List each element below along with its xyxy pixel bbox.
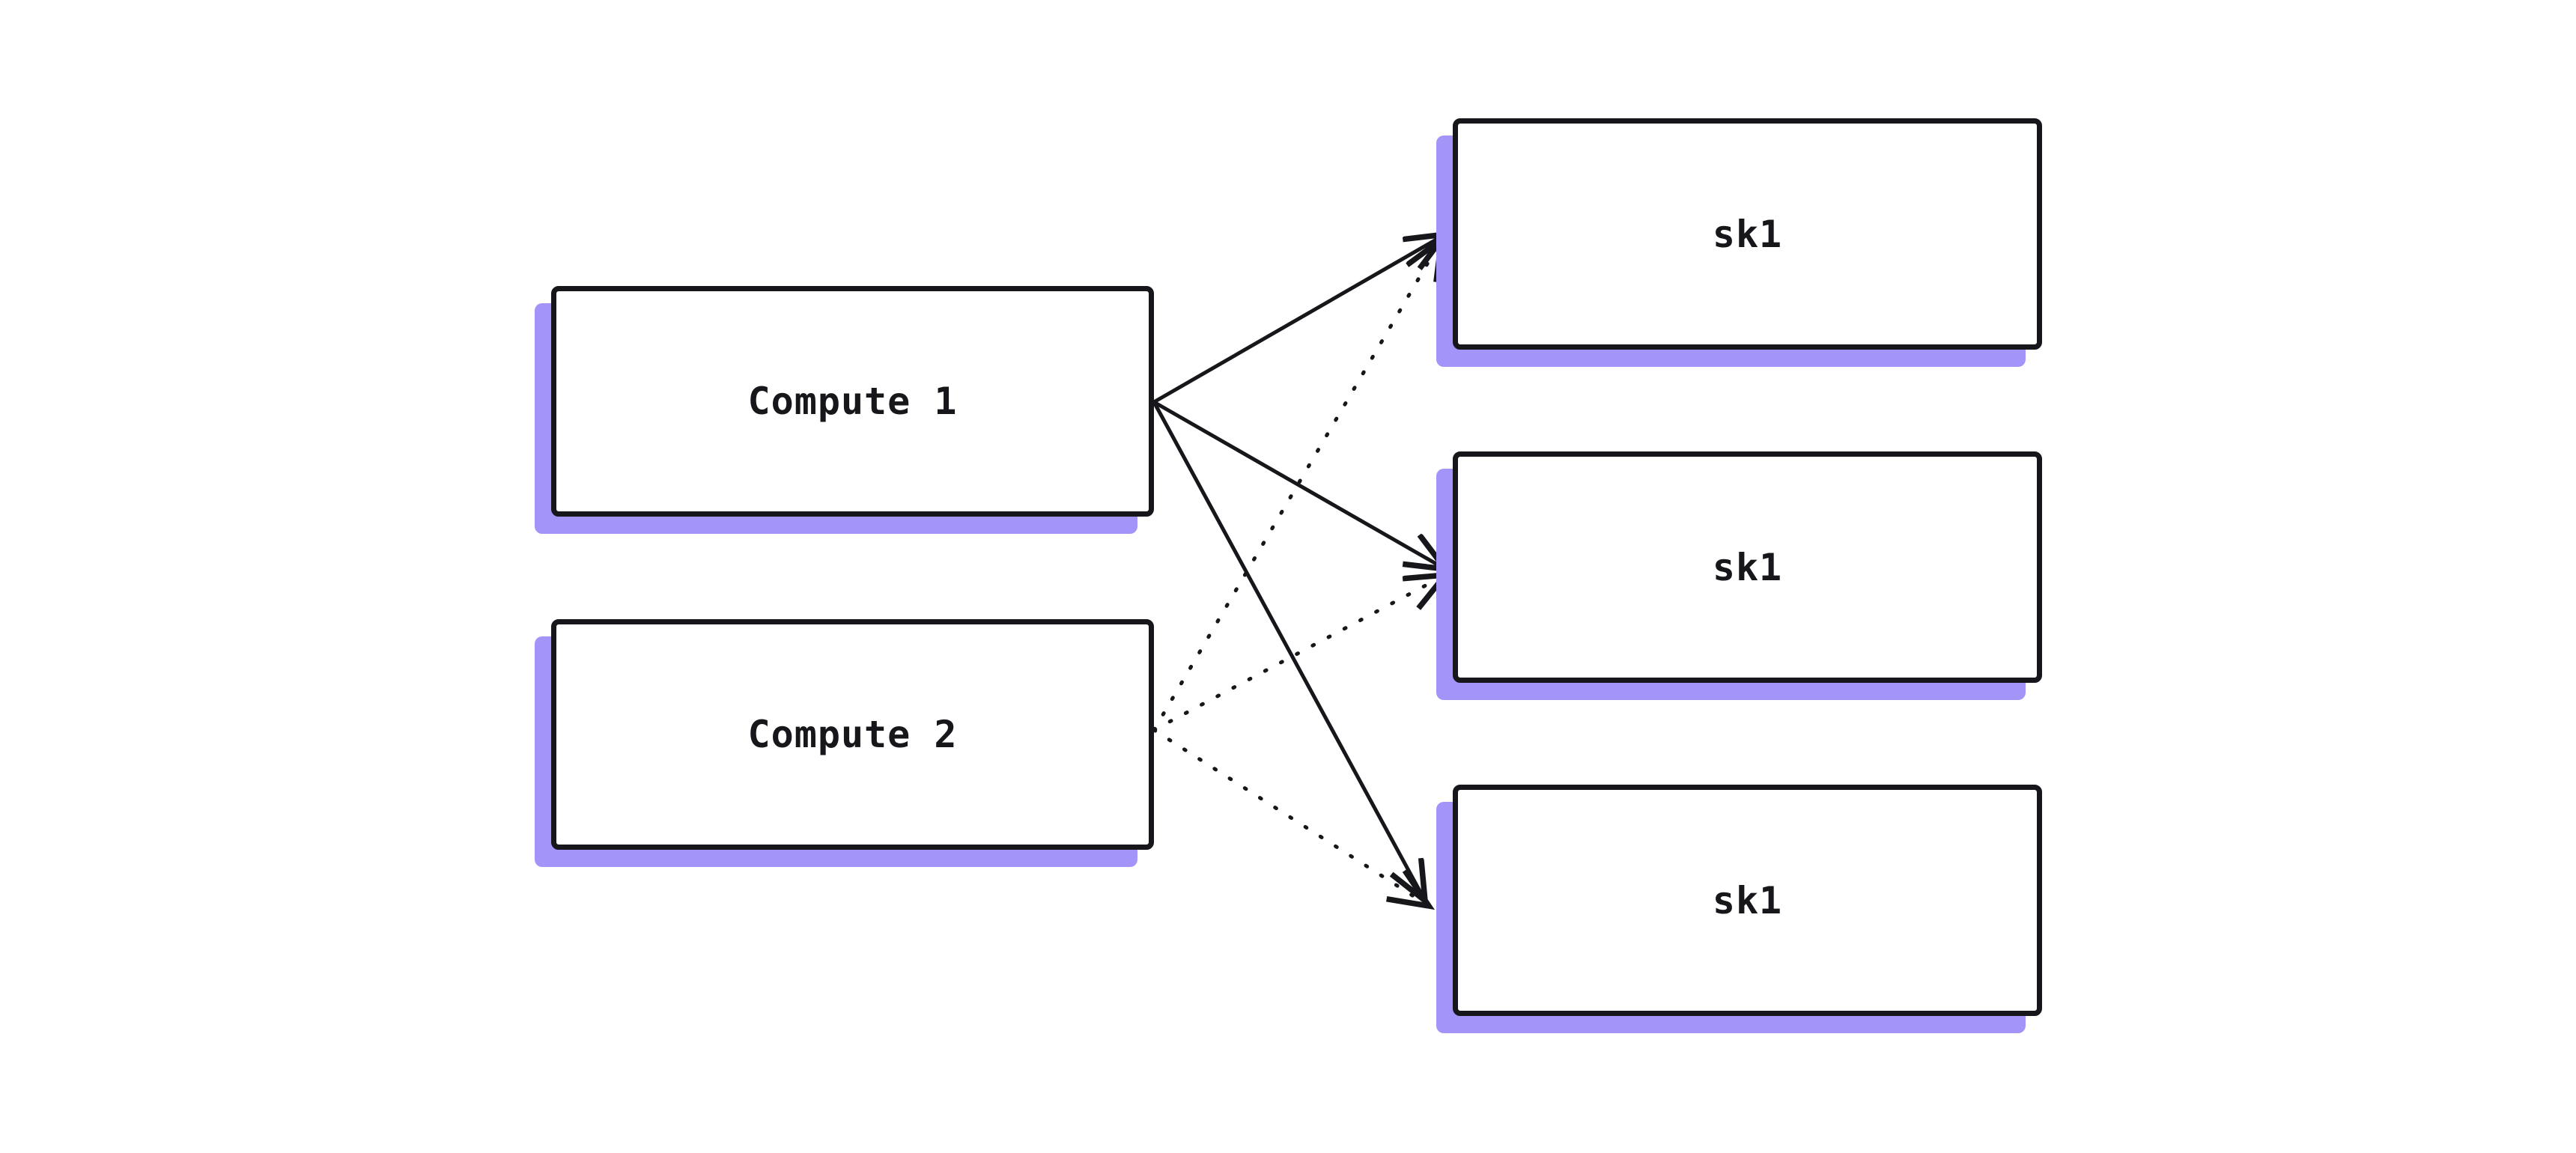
- sk1-b-label: sk1: [1712, 545, 1783, 589]
- edge-compute-1-to-sk1-a: [1152, 234, 1445, 404]
- compute-2-box[interactable]: Compute 2: [551, 619, 1154, 850]
- edge-compute-1-to-sk1-c: [1152, 401, 1425, 901]
- sk1-c-box[interactable]: sk1: [1453, 785, 2042, 1016]
- edge-compute-2-to-sk1-b: [1152, 575, 1445, 732]
- compute-1-label: Compute 1: [747, 380, 958, 423]
- sk1-c-label: sk1: [1712, 878, 1783, 922]
- edge-compute-2-to-sk1-a: [1152, 240, 1442, 732]
- edges-from-compute-1: [1152, 234, 1445, 901]
- edge-compute-1-to-sk1-b: [1152, 400, 1445, 569]
- sk1-a-box[interactable]: sk1: [1453, 118, 2042, 350]
- edge-compute-2-to-sk1-c: [1152, 728, 1429, 906]
- compute-2-label: Compute 2: [747, 713, 958, 756]
- sk1-a-label: sk1: [1712, 212, 1783, 256]
- sk1-b-box[interactable]: sk1: [1453, 451, 2042, 683]
- compute-1-box[interactable]: Compute 1: [551, 286, 1154, 517]
- edges-from-compute-2: [1152, 240, 1445, 906]
